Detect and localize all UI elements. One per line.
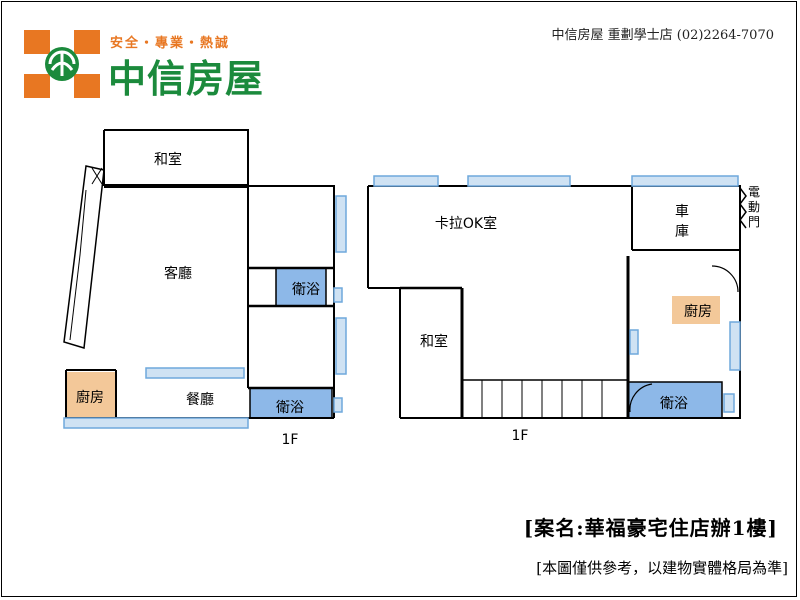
floor-label: 1F: [512, 428, 529, 444]
room-label-bathroom: 衛浴: [276, 400, 304, 416]
kitchen-area: [672, 296, 720, 324]
company-logo: 安全・專業・熱誠 中信房屋: [24, 30, 304, 101]
logo-emblem-icon: [24, 30, 100, 98]
room-label-power-door-3: 門: [748, 215, 760, 229]
room-label-japanese-room: 和室: [154, 151, 182, 168]
floor-label: 1F: [282, 432, 299, 448]
room-label-kitchen: 廚房: [684, 303, 712, 320]
floor-plan-left: [63, 129, 347, 429]
room-label-garage-1: 車: [675, 203, 689, 220]
room-label-dining-room: 餐廳: [186, 391, 214, 408]
room-label-kitchen: 廚房: [76, 389, 104, 406]
room-label-bathroom: 衛浴: [660, 396, 688, 412]
room-label-bathroom: 衛浴: [292, 282, 320, 298]
room-label-karaoke-room: 卡拉OK室: [435, 215, 497, 232]
room-label-living-room: 客廳: [164, 265, 192, 282]
room-label-garage-2: 庫: [675, 223, 689, 240]
branch-contact: 中信房屋 重劃學士店 (02)2264-7070: [551, 28, 774, 43]
floor-plan-right: [367, 175, 747, 419]
bath-area: [627, 381, 723, 419]
case-title: [案名:華福豪宅住店辦1樓]: [523, 516, 778, 540]
kitchen-area: [66, 372, 116, 418]
bath-area: [275, 267, 327, 307]
room-label-power-door-2: 動: [748, 200, 760, 214]
room-label-japanese-room: 和室: [420, 333, 448, 350]
bath-area: [249, 387, 333, 419]
slogan: 安全・專業・熱誠: [110, 36, 231, 51]
disclaimer-note: [本圖僅供參考，以建物實體格局為準]: [536, 559, 788, 577]
room-label-power-door-1: 電: [748, 185, 760, 199]
brand-name: 中信房屋: [108, 57, 265, 101]
